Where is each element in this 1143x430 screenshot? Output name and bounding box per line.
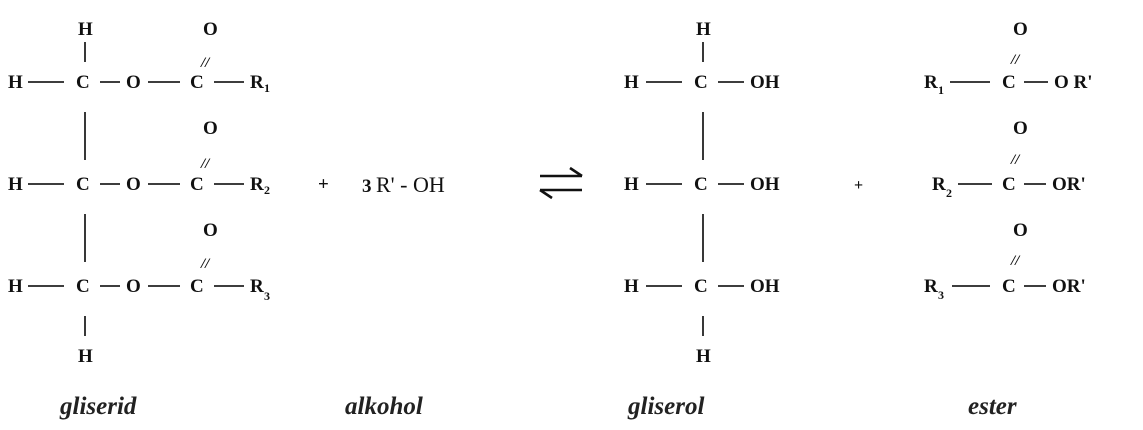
plus-sign-2: + — [854, 177, 863, 194]
glycerol-bottom-h: H — [696, 346, 711, 367]
glycerol-row1-c: C — [694, 72, 708, 93]
label-gliserol: gliserol — [627, 393, 704, 420]
ester1-r: R — [924, 72, 938, 93]
glyceride-row2-h: H — [8, 174, 23, 195]
glycerol-row2-h: H — [624, 174, 639, 195]
ester3-double-bond: // — [1010, 253, 1021, 269]
glyceride-r1: R — [250, 72, 264, 93]
glyceride-row1-h: H — [8, 72, 23, 93]
ester1-c: C — [1002, 72, 1016, 93]
glycerol-row2-c: C — [694, 174, 708, 195]
glyceride-row3-carbonyl-c: C — [190, 276, 204, 297]
glycerol-row1-h: H — [624, 72, 639, 93]
ester2-double-bond: // — [1010, 152, 1021, 168]
glyceride-row2-c: C — [76, 174, 90, 195]
glyceride-r2-sub: 2 — [264, 183, 270, 197]
glyceride-bottom-h: H — [78, 346, 93, 367]
glycerol-row3-oh: OH — [750, 276, 780, 297]
ester2-r: R — [932, 174, 946, 195]
ester3-r-sub: 3 — [938, 288, 944, 302]
glycerol-row2-oh: OH — [750, 174, 780, 195]
reverse-arrow-head — [539, 188, 553, 200]
alcohol-reagent: 3 R' - OH — [362, 172, 445, 197]
ester1-double-bond: // — [1010, 52, 1021, 68]
ester-structure: O // R 1 C O R' O // R 2 C OR' O // R 3 … — [924, 19, 1093, 302]
forward-arrow-head — [569, 166, 583, 178]
glycerol-row3-h: H — [624, 276, 639, 297]
glyceride-row2-carbonyl-c: C — [190, 174, 204, 195]
ester3-or-prime: OR' — [1052, 276, 1086, 297]
ester2-or-prime: OR' — [1052, 174, 1086, 195]
glycerol-structure: H H C OH H C OH H C OH H — [624, 19, 780, 367]
glyceride-row2-carbonyl-o: O — [203, 118, 218, 139]
glyceride-row3-h: H — [8, 276, 23, 297]
glyceride-structure: H H C O C // O R 1 H C O C // O R 2 H C — [8, 19, 270, 367]
label-alkohol: alkohol — [345, 393, 423, 420]
equilibrium-arrow-icon — [539, 166, 583, 200]
ester1-or-prime: O R' — [1054, 72, 1093, 93]
ester2-r-sub: 2 — [946, 186, 952, 200]
ester3-carbonyl-o: O — [1013, 220, 1028, 241]
glyceride-r1-sub: 1 — [264, 81, 270, 95]
glycerol-row3-c: C — [694, 276, 708, 297]
label-gliserid: gliserid — [59, 393, 137, 420]
ester3-c: C — [1002, 276, 1016, 297]
glyceride-row2-o: O — [126, 174, 141, 195]
ester1-carbonyl-o: O — [1013, 19, 1028, 40]
glycerol-top-h: H — [696, 19, 711, 40]
glyceride-row1-o: O — [126, 72, 141, 93]
glyceride-row1-carbonyl-c: C — [190, 72, 204, 93]
glyceride-row3-double-bond: // — [200, 256, 211, 272]
label-ester: ester — [968, 393, 1017, 420]
glyceride-row2-double-bond: // — [200, 156, 211, 172]
glyceride-row3-c: C — [76, 276, 90, 297]
glyceride-r3-sub: 3 — [264, 289, 270, 303]
glyceride-row1-carbonyl-o: O — [203, 19, 218, 40]
ester2-c: C — [1002, 174, 1016, 195]
glyceride-row1-double-bond: // — [200, 55, 211, 71]
glycerol-row1-oh: OH — [750, 72, 780, 93]
plus-sign-1: + — [318, 174, 329, 195]
glyceride-r3: R — [250, 276, 264, 297]
glyceride-row3-o: O — [126, 276, 141, 297]
glyceride-top-h: H — [78, 19, 93, 40]
glyceride-r2: R — [250, 174, 264, 195]
ester1-r-sub: 1 — [938, 83, 944, 97]
glyceride-row1-c: C — [76, 72, 90, 93]
ester3-r: R — [924, 276, 938, 297]
alcohol-coefficient: 3 — [362, 176, 372, 197]
alcohol-formula: R' - OH — [376, 172, 445, 197]
ester2-carbonyl-o: O — [1013, 118, 1028, 139]
glyceride-row3-carbonyl-o: O — [203, 220, 218, 241]
